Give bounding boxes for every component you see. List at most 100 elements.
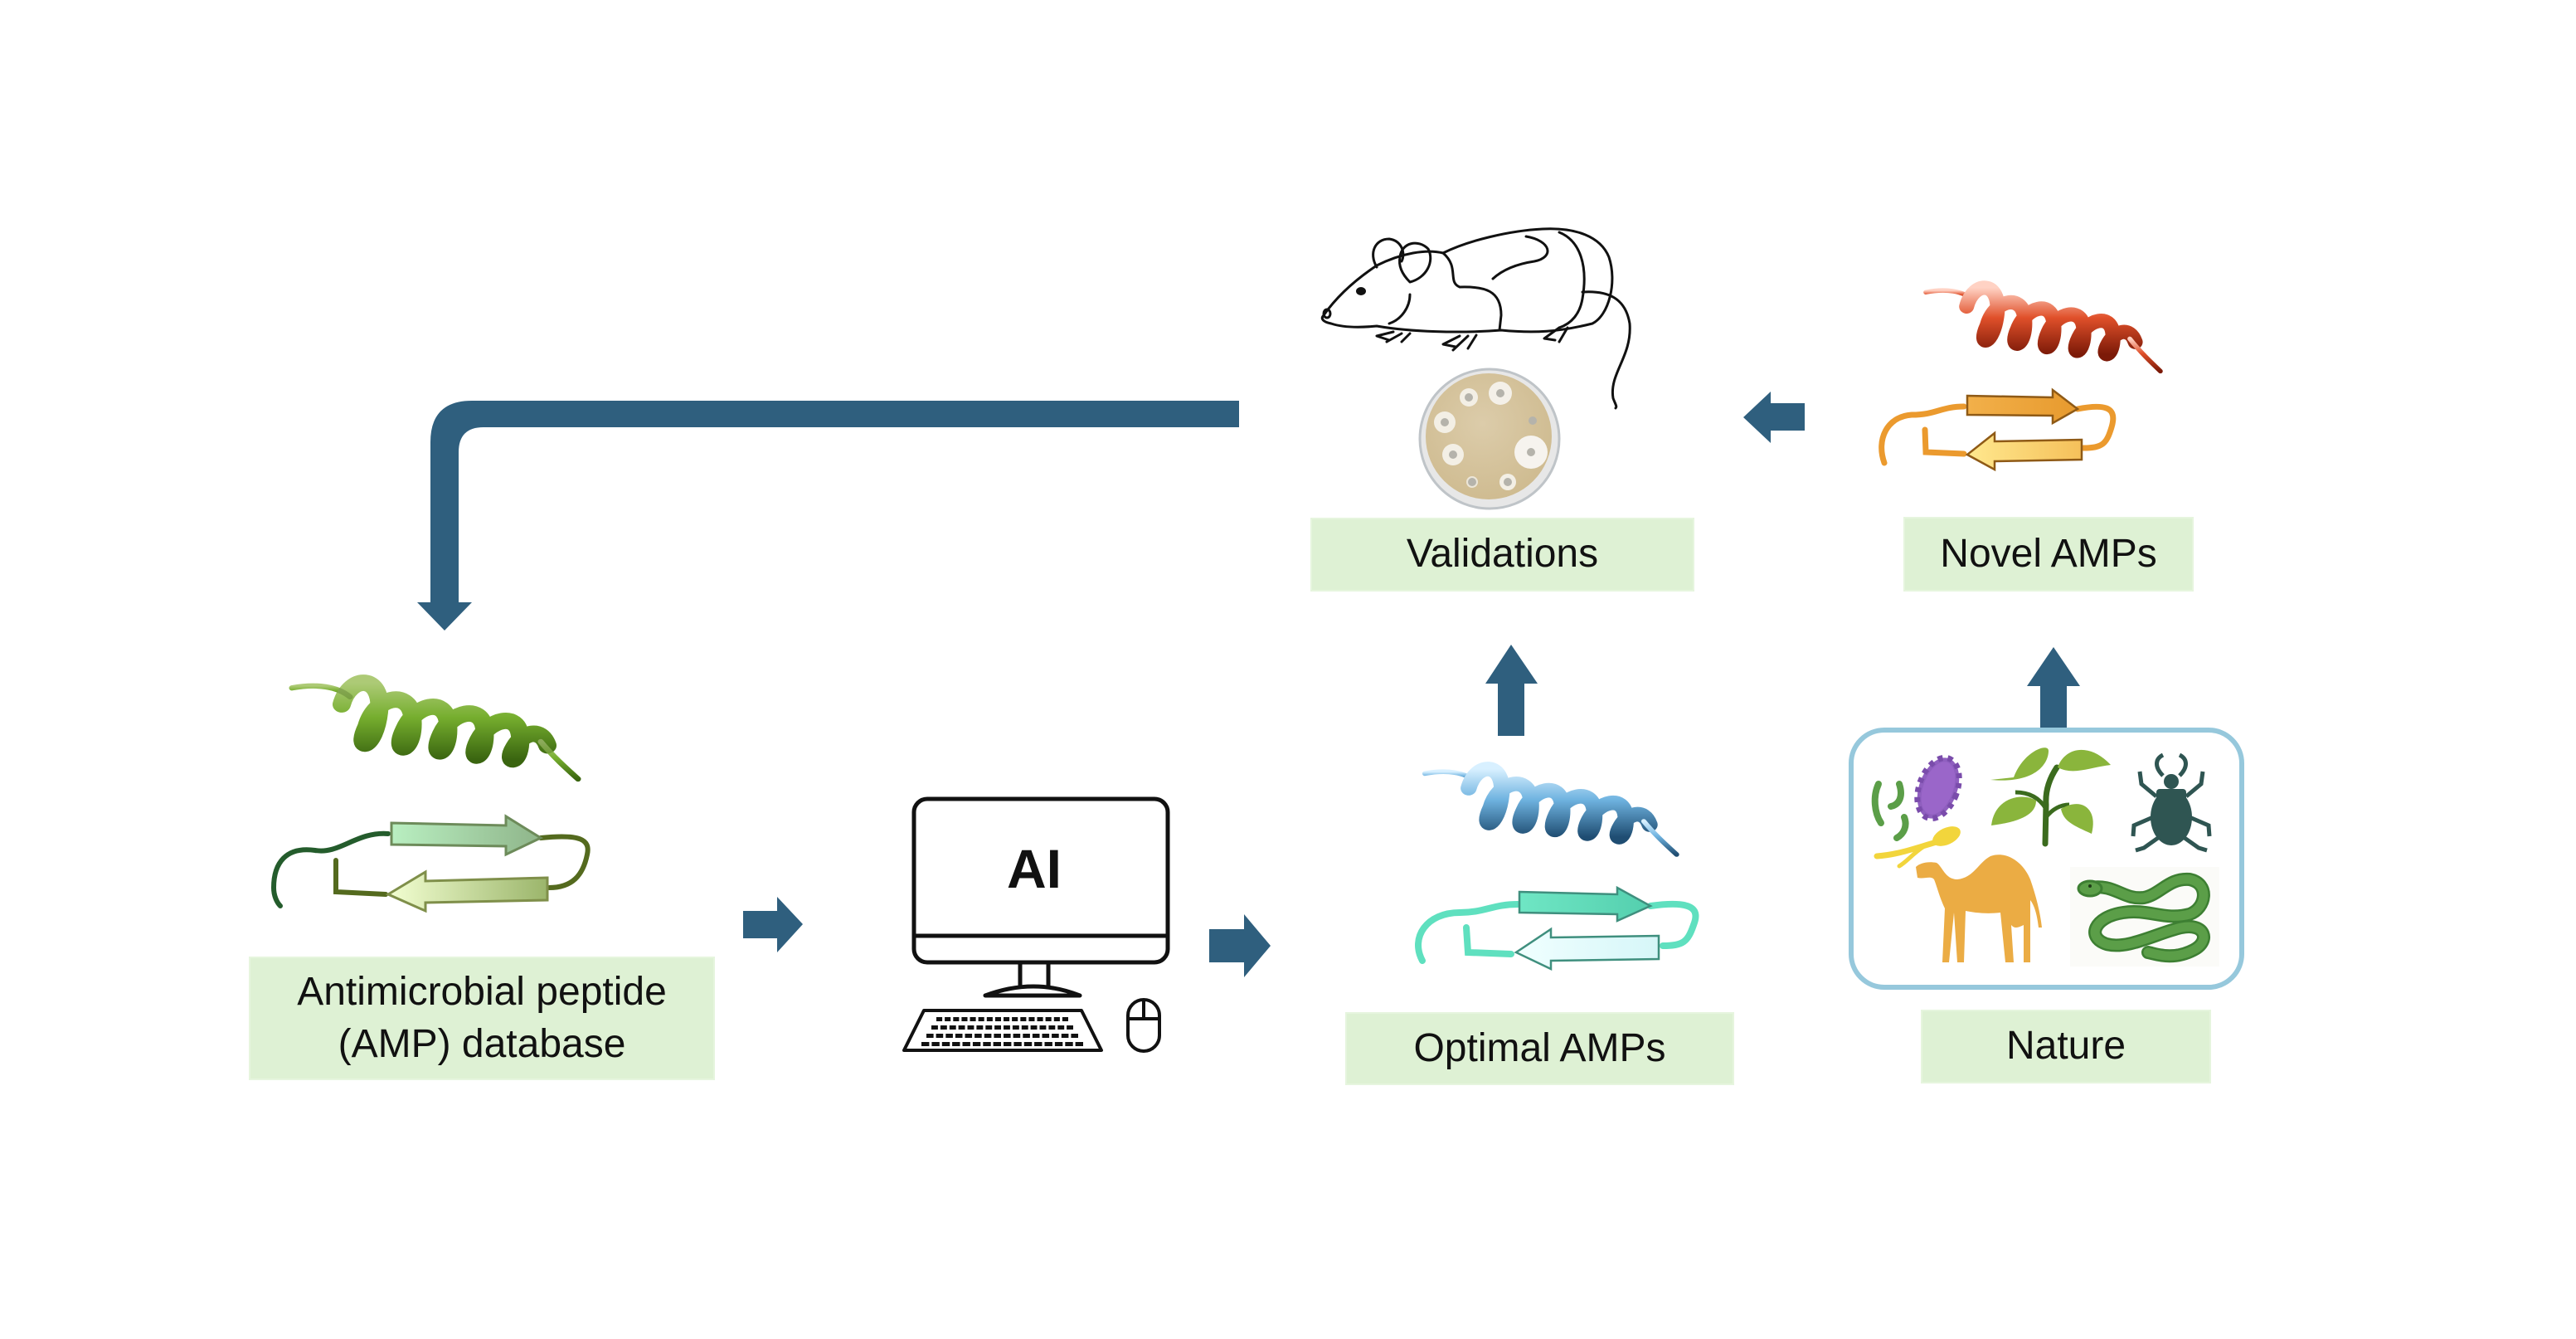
keyboard-key: [931, 1025, 938, 1030]
mouse-icon: [1126, 998, 1161, 1053]
keyboard-key: [1054, 1042, 1063, 1046]
keyboard-key: [1057, 1025, 1065, 1030]
keyboard-key: [994, 1034, 1001, 1038]
camel-icon: [1916, 855, 2042, 962]
keyboard-key: [1045, 1017, 1052, 1021]
keyboard-key: [1048, 1025, 1056, 1030]
label-validations: Validations: [1310, 518, 1694, 592]
label-optimal-amps-text: Optimal AMPs: [1413, 1025, 1666, 1070]
keyboard-key: [1075, 1042, 1083, 1046]
label-amp-database: Antimicrobial peptide (AMP) database: [249, 957, 715, 1080]
keyboard-key: [945, 1034, 953, 1038]
inhibition-zone: [1434, 382, 1548, 490]
keyboard-key: [926, 1034, 934, 1038]
keyboard-key: [1052, 1034, 1059, 1038]
feedback-loop-arrow: [417, 401, 1239, 631]
keyboard-key: [953, 1017, 960, 1021]
keyboard-key: [1004, 1042, 1012, 1046]
keyboard-key: [958, 1025, 965, 1030]
fungus-spore-icon: [1874, 826, 1961, 869]
label-nature: Nature: [1921, 1010, 2211, 1083]
keyboard-key: [984, 1034, 992, 1038]
keyboard-icon: [902, 1009, 1103, 1052]
keyboard-key: [936, 1017, 943, 1021]
label-novel-amps: Novel AMPs: [1903, 517, 2194, 592]
keyboard-key: [1065, 1042, 1073, 1046]
keyboard-key: [945, 1017, 951, 1021]
bacteria-icon: [1871, 781, 1909, 841]
petri-dish-icon: [1418, 368, 1561, 510]
keyboard-key: [1067, 1025, 1073, 1030]
keyboard-key: [983, 1042, 991, 1046]
beta-sheet-icon: [270, 814, 591, 913]
keyboard-key: [1013, 1042, 1022, 1046]
keyboard-key: [1037, 1017, 1043, 1021]
label-optimal-amps: Optimal AMPs: [1345, 1012, 1734, 1085]
keyboard-key: [936, 1034, 944, 1038]
arrow-up-nature-to-novel: [2027, 647, 2080, 738]
keyboard-key: [955, 1034, 963, 1038]
beetle-icon: [2131, 752, 2212, 853]
keyboard-key: [961, 1017, 968, 1021]
beta-sheet-icon: [1879, 387, 2117, 472]
label-validations-text: Validations: [1406, 532, 1599, 577]
arrow-up-optimal-to-validations: [1485, 645, 1538, 736]
keyboard-key: [1071, 1034, 1078, 1038]
keyboard-key: [994, 1017, 1001, 1021]
beta-sheet-icon: [1415, 885, 1699, 971]
alpha-helix-icon: [292, 683, 578, 779]
arrow-right-database-to-ai: [743, 897, 803, 952]
keyboard-key: [1013, 1034, 1021, 1038]
keyboard-key: [941, 1042, 950, 1046]
label-novel-amps-text: Novel AMPs: [1940, 531, 2157, 576]
keyboard-key: [1021, 1025, 1028, 1030]
keyboard-key: [975, 1034, 982, 1038]
keyboard-key: [967, 1025, 975, 1030]
label-nature-text: Nature: [2005, 1024, 2126, 1069]
keyboard-key: [952, 1042, 960, 1046]
keyboard-key: [1004, 1034, 1011, 1038]
keyboard-key: [1030, 1025, 1038, 1030]
keyboard-key: [1034, 1042, 1043, 1046]
keyboard-key: [965, 1034, 973, 1038]
keyboard-key: [985, 1025, 993, 1030]
keyboard-key: [1039, 1025, 1047, 1030]
keyboard-key: [970, 1017, 976, 1021]
arrow-left-novel-to-validations: [1743, 392, 1805, 443]
keyboard-key: [978, 1017, 984, 1021]
keyboard-key: [1032, 1034, 1040, 1038]
keyboard-key: [972, 1042, 981, 1046]
label-amp-database-line-1: Antimicrobial peptide: [297, 970, 667, 1015]
keyboard-key: [962, 1042, 970, 1046]
keyboard-key: [931, 1042, 940, 1046]
keyboard-key: [1061, 1034, 1069, 1038]
keyboard-key: [949, 1025, 956, 1030]
keyboard-key: [1023, 1042, 1033, 1046]
keyboard-key: [1004, 1025, 1010, 1030]
keyboard-key: [1023, 1034, 1030, 1038]
keyboard-key: [940, 1025, 947, 1030]
alpha-helix-icon: [1926, 288, 2160, 372]
keyboard-key: [993, 1042, 1001, 1046]
snake-icon: [2070, 867, 2219, 967]
keyboard-key: [1012, 1025, 1019, 1030]
keyboard-key: [976, 1025, 984, 1030]
keyboard-key: [1053, 1017, 1060, 1021]
alpha-helix-icon: [1425, 769, 1677, 855]
keyboard-key: [1004, 1017, 1010, 1021]
keyboard-key: [921, 1042, 930, 1046]
computer-monitor-icon: AI: [911, 796, 1170, 998]
keyboard-key: [1062, 1017, 1068, 1021]
lab-mouse-icon: [1320, 227, 1631, 410]
virus-icon: [1914, 754, 1962, 822]
plant-icon: [1990, 747, 2111, 847]
keyboard-key: [1042, 1034, 1050, 1038]
keyboard-key: [994, 1025, 1001, 1030]
arrow-right-ai-to-optimal: [1209, 914, 1271, 977]
keyboard-key: [1020, 1017, 1027, 1021]
keyboard-key: [986, 1017, 993, 1021]
label-amp-database-line-2: (AMP) database: [338, 1021, 626, 1066]
keyboard-key: [1028, 1017, 1035, 1021]
keyboard-key: [1044, 1042, 1052, 1046]
ai-label: AI: [1007, 838, 1062, 899]
